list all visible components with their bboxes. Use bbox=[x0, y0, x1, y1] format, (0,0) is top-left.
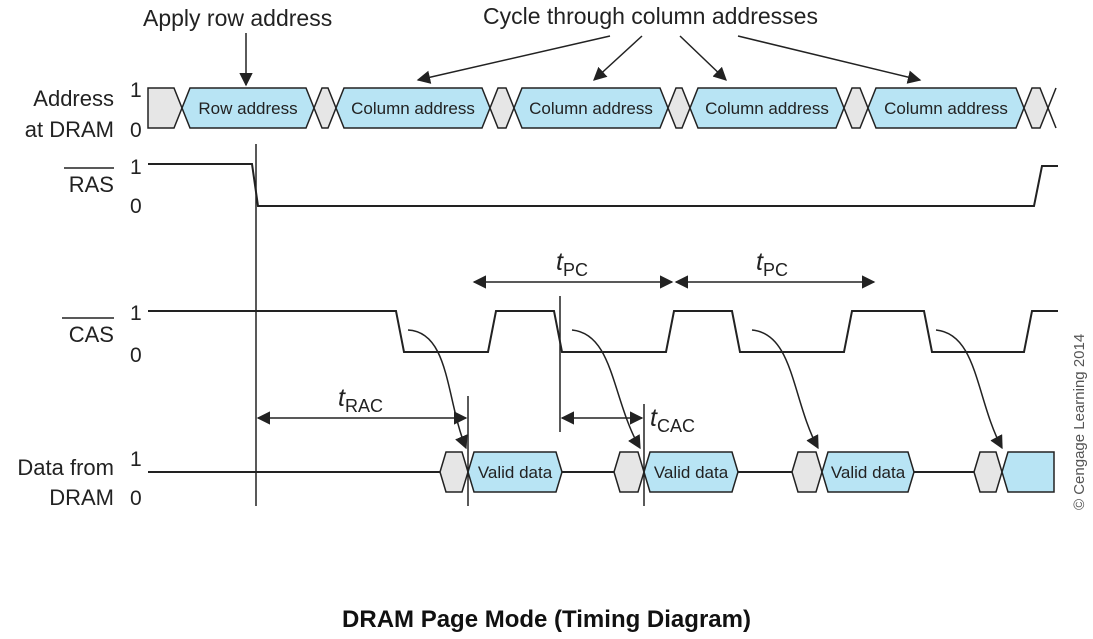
data-level-low: 0 bbox=[130, 487, 142, 510]
ras-waveform bbox=[148, 163, 1058, 207]
valid-data-box bbox=[1001, 451, 1055, 493]
address-level-low: 0 bbox=[130, 119, 142, 142]
address-box-label: Row address bbox=[198, 99, 297, 118]
apply-row-address-label: Apply row address bbox=[143, 5, 332, 31]
valid-data-label: Valid data bbox=[478, 463, 553, 482]
valid-data-label: Valid data bbox=[654, 463, 729, 482]
cas-to-data-arrow bbox=[751, 329, 819, 450]
data-gray-segment bbox=[973, 451, 1003, 493]
cas-to-data-arrow bbox=[935, 329, 1003, 450]
address-box-label: Column address bbox=[884, 99, 1008, 118]
cas-to-data-arrow bbox=[407, 329, 468, 450]
cas-to-data-arrow bbox=[571, 329, 641, 450]
column-address-arrow bbox=[593, 35, 643, 81]
tpc-label: tPC bbox=[556, 248, 588, 280]
cas-signal-label: CAS 1 0 bbox=[62, 302, 142, 367]
data-gray-segment bbox=[791, 451, 823, 493]
address-signal-label: Address at DRAM 1 0 bbox=[25, 79, 142, 142]
data-bus: Valid data Valid data Valid data bbox=[148, 451, 1055, 493]
ras-level-low: 0 bbox=[130, 195, 142, 218]
column-address-arrow bbox=[737, 35, 922, 84]
cas-level-low: 0 bbox=[130, 344, 142, 367]
address-gray-segment bbox=[843, 87, 869, 129]
address-gray-segment bbox=[489, 87, 515, 129]
tpc-label: tPC bbox=[756, 248, 788, 280]
ras-signal-label: RAS 1 0 bbox=[64, 156, 142, 218]
address-box-label: Column address bbox=[705, 99, 829, 118]
address-gray-segment bbox=[1023, 87, 1049, 129]
ras-level-high: 1 bbox=[130, 156, 142, 179]
column-address-arrow bbox=[416, 35, 611, 84]
svg-text:Address: Address bbox=[33, 86, 114, 111]
data-gray-segment bbox=[613, 451, 645, 493]
cas-level-high: 1 bbox=[130, 302, 142, 325]
svg-text:DRAM: DRAM bbox=[49, 485, 114, 510]
data-level-high: 1 bbox=[130, 448, 142, 471]
cas-waveform bbox=[148, 310, 1058, 353]
address-bus: Row address Column address Column addres… bbox=[147, 87, 1057, 129]
trac-label: tRAC bbox=[338, 384, 383, 416]
data-gray-segment bbox=[439, 451, 469, 493]
address-gray-segment bbox=[147, 87, 183, 129]
svg-text:CAS: CAS bbox=[69, 322, 114, 347]
tcac-label: tCAC bbox=[650, 404, 695, 436]
address-box-label: Column address bbox=[351, 99, 475, 118]
svg-text:RAS: RAS bbox=[69, 172, 114, 197]
address-gray-segment bbox=[313, 87, 337, 129]
svg-text:Data from: Data from bbox=[17, 455, 114, 480]
cycle-column-addresses-label: Cycle through column addresses bbox=[483, 3, 818, 29]
address-level-high: 1 bbox=[130, 79, 142, 102]
timing-diagram: Apply row address Cycle through column a… bbox=[17, 3, 1088, 510]
data-signal-label: Data from DRAM 1 0 bbox=[17, 448, 141, 510]
column-address-arrow bbox=[679, 35, 727, 81]
valid-data-label: Valid data bbox=[831, 463, 906, 482]
address-box-label: Column address bbox=[529, 99, 653, 118]
svg-text:at DRAM: at DRAM bbox=[25, 117, 114, 142]
diagram-caption: DRAM Page Mode (Timing Diagram) bbox=[342, 606, 751, 633]
address-gray-segment bbox=[667, 87, 691, 129]
copyright-credit: © Cengage Learning 2014 bbox=[1071, 334, 1088, 510]
